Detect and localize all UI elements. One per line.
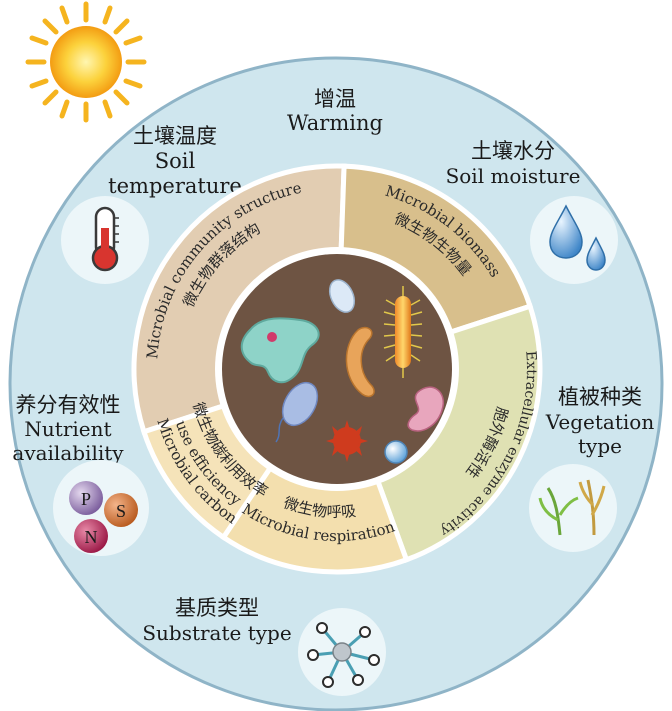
vegetation-type-label-en2: type xyxy=(578,434,622,458)
microbe-icons xyxy=(240,279,445,464)
amoeba-microbe xyxy=(240,317,320,384)
soil-temperature-label-en1: Soil xyxy=(155,149,196,173)
molecule-icon xyxy=(307,622,380,688)
hairy-rod-microbe xyxy=(383,286,423,378)
warming-label-en: Warming xyxy=(287,111,383,135)
soil-temperature-label-en2: temperature xyxy=(108,174,242,198)
s-label: S xyxy=(116,501,126,521)
vegetation-type-label-en1: Vegetation xyxy=(545,410,655,434)
capsule-microbe xyxy=(328,279,356,313)
substrate-type-label-en: Substrate type xyxy=(142,621,291,645)
substrate-type-label-zh: 基质类型 xyxy=(175,596,259,620)
vegetation-type-label-zh: 植被种类 xyxy=(558,385,642,409)
thermometer-icon xyxy=(91,206,119,272)
curved-rod-microbe xyxy=(345,326,375,398)
n-label: N xyxy=(85,527,98,547)
nutrient-availability-label-en1: Nutrient xyxy=(24,417,111,441)
flagellate-microbe xyxy=(275,381,319,443)
plant-icon xyxy=(538,479,606,536)
soil-moisture-label-en: Soil moisture xyxy=(446,164,581,188)
plant-disc xyxy=(529,464,617,552)
blue-ball-microbe xyxy=(384,440,408,464)
nutrient-spheres-icon: P S N xyxy=(69,481,138,553)
spiky-microbe xyxy=(326,420,368,462)
water-drops-icon xyxy=(549,204,606,271)
sun-icon xyxy=(25,1,147,123)
soil-moisture-label-zh: 土壤水分 xyxy=(471,139,555,163)
nutrient-availability-label-zh: 养分有效性 xyxy=(16,393,121,417)
soil-temperature-label-zh: 土壤温度 xyxy=(133,124,217,148)
p-label: P xyxy=(81,489,91,509)
pink-bean-microbe xyxy=(407,386,445,432)
warming-label-zh: 增温 xyxy=(314,87,356,111)
